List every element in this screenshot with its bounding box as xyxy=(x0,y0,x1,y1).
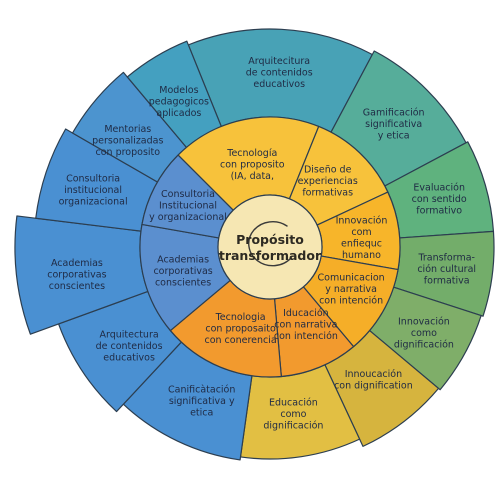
inner-segment-6-label-line-3: con conerencia xyxy=(204,335,276,346)
inner-segment-2-label-line-1: Diseño de xyxy=(304,165,352,176)
center-swirl-icon xyxy=(248,221,292,267)
inner-segment-4-label-line-2: y narrativa xyxy=(325,284,377,295)
outer-segment-8-label-line-3: etica xyxy=(190,408,213,419)
outer-segment-8-label-line-1: Canificàtación xyxy=(168,385,235,396)
inner-segment-5-label-line-2: con narrativa xyxy=(274,320,337,331)
outer-segment-3-label-line-1: Evaluación xyxy=(413,183,465,194)
inner-segment-1-label-line-2: con proposito xyxy=(220,159,285,170)
inner-segment-7-label-line-1: Academias xyxy=(157,254,209,265)
outer-segment-10-label-line-2: corporativas xyxy=(47,270,106,281)
outer-segment-2-label-line-3: y etica xyxy=(378,130,410,141)
outer-segment-13-label-line-1: Modelos xyxy=(159,85,198,96)
outer-segment-10-label-line-1: Academias xyxy=(51,258,103,269)
center-title-line-1: Propósito xyxy=(236,232,304,247)
outer-segment-13-label-line-2: pedagogicos xyxy=(149,97,209,108)
inner-segment-6-label-line-1: Tecnologia xyxy=(215,312,266,323)
outer-segment-3-label-line-3: formativo xyxy=(416,206,462,217)
outer-segment-13-label-line-3: aplicados xyxy=(156,108,201,119)
outer-segment-12-label-line-2: personalizadas xyxy=(92,135,163,146)
outer-segment-9-label-line-3: educativos xyxy=(103,353,155,364)
inner-segment-1-label-line-3: (IA, data, xyxy=(231,171,274,182)
inner-segment-3-label-line-4: humano xyxy=(342,250,381,261)
outer-segment-5-label-line-3: dignificación xyxy=(394,339,454,350)
center-circle xyxy=(217,194,323,300)
inner-segment-7-label-line-2: corporativas xyxy=(153,266,212,277)
outer-segment-10-label-line-3: conscientes xyxy=(49,281,105,292)
inner-segment-2-label-line-3: formativas xyxy=(302,188,353,199)
inner-segment-3-label-line-1: Innovación xyxy=(336,216,388,227)
inner-segment-3-label-line-3: enfiequc xyxy=(341,239,382,250)
inner-segment-3-label-line-2: com xyxy=(351,227,371,238)
outer-segment-12-label-line-3: con proposito xyxy=(96,147,161,158)
inner-segment-5-label-line-1: Iducación xyxy=(283,308,329,319)
outer-segment-7-label-line-2: como xyxy=(280,409,306,420)
inner-segment-4-label-line-3: con intención xyxy=(319,295,383,306)
inner-segment-8-label-line-2: Institucional xyxy=(159,201,217,212)
outer-segment-12-label-line-1: Mentorias xyxy=(104,124,151,135)
outer-segment-9-label-line-2: de contenidos xyxy=(96,341,163,352)
outer-segment-9-label-line-1: Arquitectura xyxy=(99,330,158,341)
inner-segment-7-label-line-3: conscientes xyxy=(155,277,211,288)
outer-segment-1-label-line-3: educativos xyxy=(253,79,305,90)
outer-segment-2-label-line-1: Gamificación xyxy=(363,107,425,118)
inner-segment-8-label-line-1: Consultoria xyxy=(161,189,215,200)
center-title-line-2: transformador xyxy=(219,248,322,263)
outer-segment-1-label-line-2: de contenidos xyxy=(246,68,313,79)
outer-segment-4-label-line-1: Transforma- xyxy=(417,253,475,264)
outer-segment-7-label-line-3: dignificación xyxy=(263,420,323,431)
outer-segment-4-label-line-2: ción cultural xyxy=(417,264,476,275)
inner-segment-6-label-line-2: con proposaito xyxy=(205,323,276,334)
inner-segment-4-label-line-1: Comunicacion xyxy=(318,272,385,283)
outer-segment-6-label-line-2: con dignification xyxy=(334,381,413,392)
outer-segment-3-label-line-2: con sentido xyxy=(412,194,467,205)
outer-segment-8-label-line-2: significativa y xyxy=(169,396,235,407)
inner-segment-5-label-line-3: con intención xyxy=(274,331,338,342)
inner-segment-2-label-line-2: experiencias xyxy=(298,176,358,187)
inner-segment-8-label-line-3: y organizacional xyxy=(149,212,227,223)
center-hub: Propósito transformador xyxy=(217,194,323,300)
outer-segment-2-label-line-2: significativa xyxy=(365,119,422,130)
outer-segment-11-label-line-1: Consultoria xyxy=(66,174,120,185)
outer-segment-5-label-line-2: como xyxy=(411,328,437,339)
outer-segment-5-label-line-1: Innovación xyxy=(398,316,450,327)
outer-segment-11-label-line-3: organizacional xyxy=(59,197,128,208)
outer-segment-11-label-line-2: institucional xyxy=(64,185,122,196)
outer-segment-7-label-line-1: Educación xyxy=(269,397,318,408)
outer-segment-1-label-line-1: Arquitecitura xyxy=(248,56,310,67)
inner-segment-1-label-line-1: Tecnología xyxy=(226,148,277,159)
outer-segment-4-label-line-3: formativa xyxy=(424,276,470,287)
outer-segment-6-label-line-1: Innoucación xyxy=(345,369,402,380)
